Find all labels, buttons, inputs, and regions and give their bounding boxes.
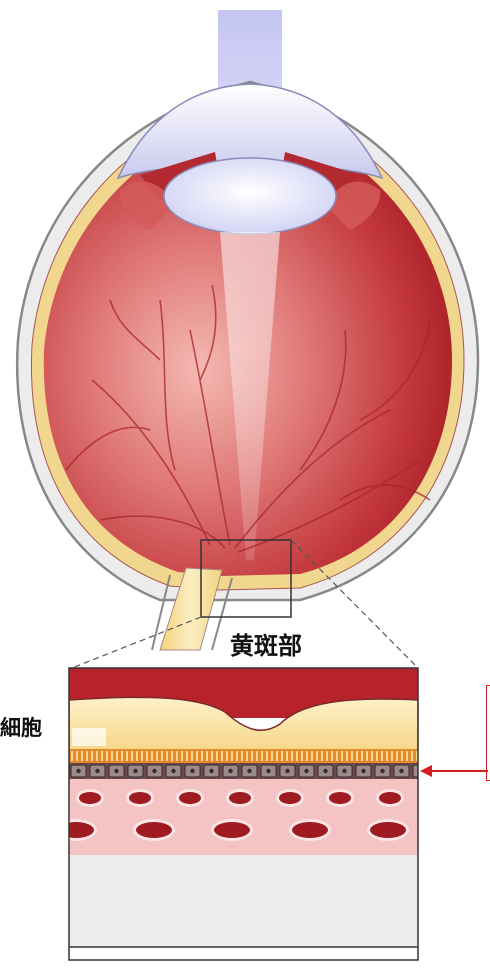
- rpe-nucleus: [209, 769, 213, 773]
- rpe-nucleus: [190, 769, 194, 773]
- rpe-nucleus: [95, 769, 99, 773]
- blood-vessel: [179, 792, 201, 804]
- blood-vessel: [79, 792, 101, 804]
- rpe-nucleus: [152, 769, 156, 773]
- blood-vessel: [279, 792, 301, 804]
- blood-vessel: [370, 822, 406, 838]
- blood-vessel: [136, 822, 172, 838]
- sclera-section: [69, 855, 418, 947]
- highlight-patch: [72, 728, 106, 746]
- rpe-nucleus: [171, 769, 175, 773]
- rpe-nucleus: [114, 769, 118, 773]
- rpe-nucleus: [228, 769, 232, 773]
- blood-vessel: [379, 792, 401, 804]
- rpe-nucleus: [76, 769, 80, 773]
- cell-label: 細胞: [0, 712, 42, 742]
- rpe-nucleus: [399, 769, 403, 773]
- blood-vessel: [58, 822, 94, 838]
- rpe-nucleus: [247, 769, 251, 773]
- lens: [164, 158, 336, 234]
- macula-label: 黄斑部: [230, 626, 302, 661]
- blood-vessel: [214, 822, 250, 838]
- rpe-nucleus: [361, 769, 365, 773]
- blood-vessel: [329, 792, 351, 804]
- rpe-nucleus: [285, 769, 289, 773]
- rpe-nucleus: [133, 769, 137, 773]
- blood-vessel: [129, 792, 151, 804]
- callout-bracket: [486, 685, 490, 781]
- rpe-nucleus: [323, 769, 327, 773]
- rpe-nucleus: [304, 769, 308, 773]
- blood-vessel: [292, 822, 328, 838]
- blood-vessel: [229, 792, 251, 804]
- rpe-nucleus: [380, 769, 384, 773]
- arrow-left-icon: [420, 765, 488, 777]
- rpe-nucleus: [266, 769, 270, 773]
- rpe-nucleus: [342, 769, 346, 773]
- retina-cross-section: [55, 668, 428, 960]
